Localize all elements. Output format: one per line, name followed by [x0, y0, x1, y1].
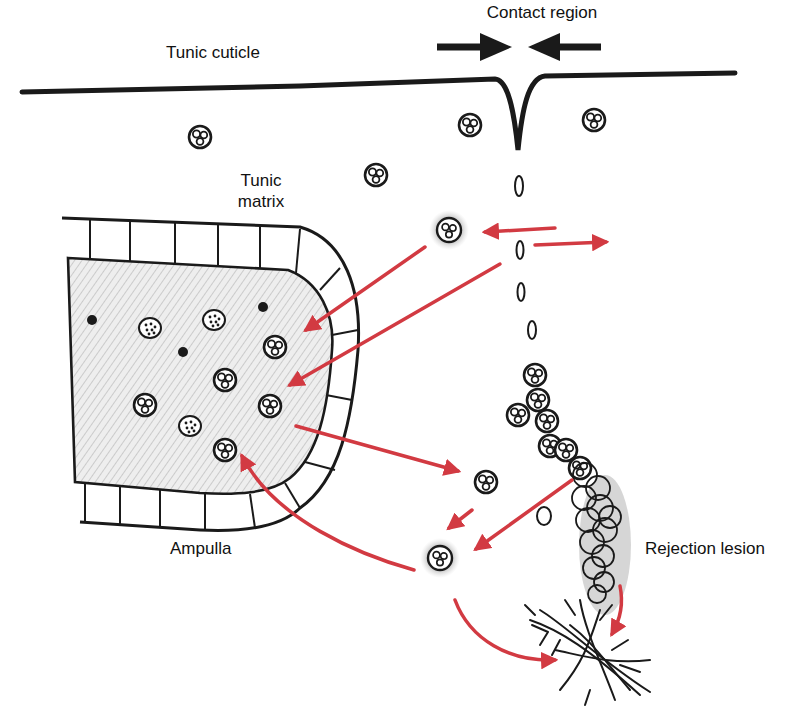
- part-label: Contact region: [467, 2, 617, 23]
- label-text: Rejection lesion: [645, 539, 765, 558]
- label-text: Contact region: [487, 3, 598, 22]
- label-text: Ampulla: [170, 539, 231, 558]
- part-label: Tunic cuticle: [166, 42, 316, 63]
- label-text: Tunic cuticle: [166, 43, 260, 62]
- part-label: Ampulla: [170, 538, 270, 559]
- label-text: Tunic matrix: [238, 171, 284, 211]
- part-label: Rejection lesion: [645, 538, 790, 559]
- part-label: Tunic matrix: [230, 170, 292, 213]
